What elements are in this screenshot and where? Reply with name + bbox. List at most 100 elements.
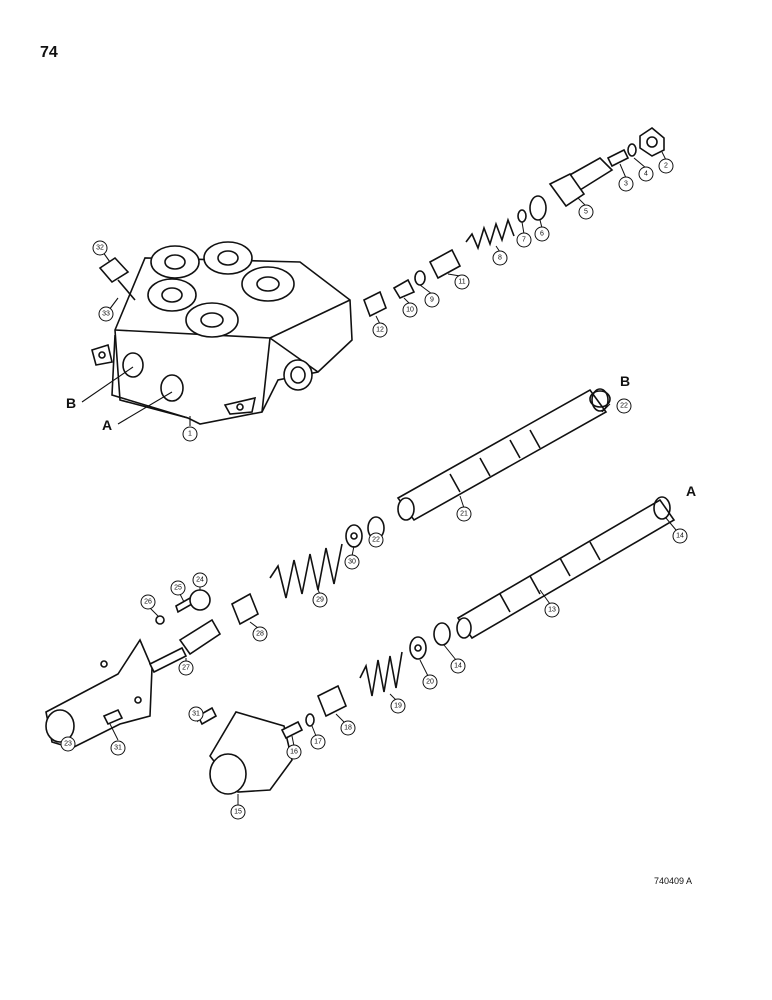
svg-text:23: 23 [64,741,72,748]
svg-text:13: 13 [548,607,556,614]
callout-15: 15 [230,794,246,820]
o-ring-22-b [591,388,609,412]
port-label-b-left: B [66,395,76,411]
callout-8: 8 [492,245,508,266]
screw-31-right [196,706,218,726]
page-number: 74 [40,44,58,61]
o-ring-14-b [433,622,451,646]
callout-11: 11 [447,273,470,290]
svg-text:26: 26 [144,599,152,606]
callout-22b: 22 [368,532,384,548]
screw-31-left [102,708,124,726]
spool-b [396,388,611,522]
svg-text:5: 5 [584,209,588,216]
callout-24: 24 [192,572,208,590]
callout-13: 13 [539,589,560,618]
callout-20: 20 [419,659,438,690]
svg-text:24: 24 [196,577,204,584]
callout-17: 17 [310,725,326,750]
plunger-27 [178,618,222,656]
spring-29 [269,543,343,599]
svg-text:9: 9 [430,297,434,304]
spool-a [456,498,676,640]
svg-text:6: 6 [540,231,544,238]
svg-text:25: 25 [174,585,182,592]
svg-text:1: 1 [188,431,192,438]
callout-25: 25 [170,580,186,603]
callout-3: 3 [618,163,634,192]
washer-30 [345,524,363,548]
callout-32: 32 [92,240,108,256]
svg-text:21: 21 [460,511,468,518]
callout-14b: 14 [443,644,466,674]
washer-17 [305,713,315,727]
callout-1: 1 [182,426,198,442]
svg-text:29: 29 [316,597,324,604]
svg-text:31: 31 [192,711,200,718]
svg-text:14: 14 [454,663,462,670]
callout-22a: 22 [601,398,632,414]
screw-16 [280,720,304,740]
callout-28: 28 [249,621,268,642]
figure-reference: 740409 A [653,876,692,886]
spring-19 [359,651,403,697]
svg-text:28: 28 [256,631,264,638]
callout-6: 6 [534,219,550,242]
valve-body [91,241,353,425]
washer-20 [409,636,427,660]
svg-text:11: 11 [458,279,465,286]
svg-text:15: 15 [234,809,242,816]
ball-26 [155,615,165,625]
callout-14a: 14 [665,517,688,544]
callout-4: 4 [633,157,654,182]
svg-text:27: 27 [182,665,190,672]
svg-text:19: 19 [394,703,402,710]
callout-29: 29 [312,589,328,608]
retainer-18 [316,684,348,718]
callout-18: 18 [335,713,356,736]
callout-30: 30 [344,545,360,570]
callout-16: 16 [286,735,302,760]
port-label-b-right: B [620,373,630,389]
svg-text:20: 20 [426,679,434,686]
callout-27: 27 [178,658,194,676]
callout-31b: 31 [188,706,204,723]
svg-text:32: 32 [96,245,104,252]
callout-10: 10 [402,297,418,318]
callout-7: 7 [516,221,532,248]
svg-text:12: 12 [376,327,384,334]
plug-24 [189,589,211,611]
svg-text:3: 3 [624,181,628,188]
callout-26: 26 [140,594,159,617]
callout-31a: 31 [109,723,126,756]
port-label-a-left: A [102,417,112,433]
svg-text:10: 10 [406,307,414,314]
svg-text:8: 8 [498,255,502,262]
svg-text:31: 31 [114,745,122,752]
callout-12: 12 [372,315,388,338]
svg-text:14: 14 [676,533,684,540]
svg-text:4: 4 [644,171,648,178]
screw-27 [148,646,188,674]
svg-text:2: 2 [664,163,668,170]
retainer-28 [230,592,260,626]
svg-text:16: 16 [290,749,298,756]
svg-text:22: 22 [620,403,628,410]
end-cap-23 [45,638,153,749]
svg-text:7: 7 [522,237,526,244]
svg-text:30: 30 [348,559,356,566]
callout-33: 33 [98,306,114,322]
svg-text:33: 33 [102,311,110,318]
port-label-a-right: A [686,483,696,499]
callout-23: 23 [60,736,76,752]
o-ring-14-a [653,496,671,520]
svg-text:17: 17 [314,739,322,746]
svg-text:18: 18 [344,725,352,732]
callout-5: 5 [577,197,594,220]
callout-9: 9 [419,284,440,308]
callout-19: 19 [389,693,406,714]
svg-text:22: 22 [372,537,380,544]
callout-2: 2 [658,151,674,174]
